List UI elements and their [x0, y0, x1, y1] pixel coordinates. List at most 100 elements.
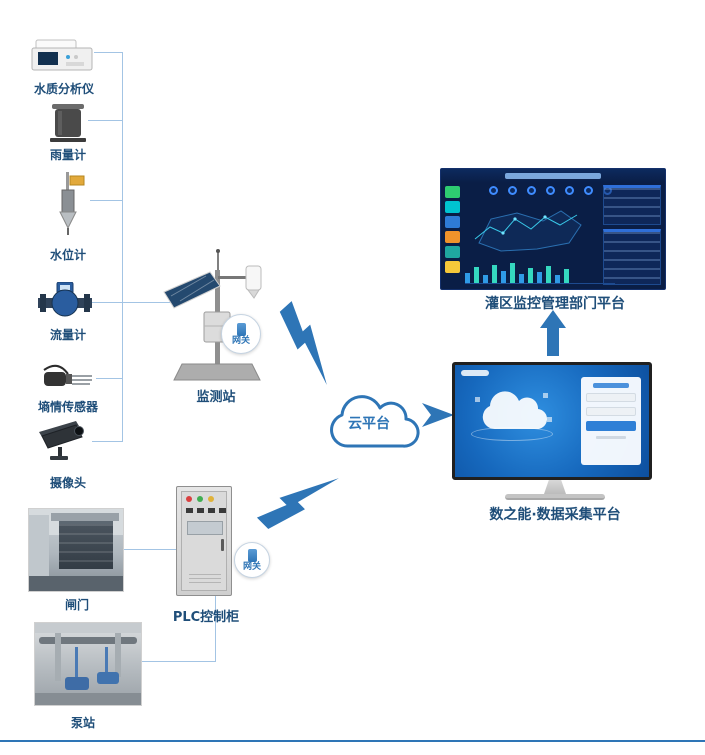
- sensor-bus-line: [122, 52, 123, 442]
- connector-soil-sensor: [96, 378, 122, 379]
- chart-bar: [564, 269, 569, 283]
- collector-logo: [461, 370, 489, 376]
- chart-bar: [483, 275, 488, 283]
- pump-column: [55, 633, 61, 681]
- login-username-field[interactable]: [586, 393, 636, 402]
- label-water-level-gauge: 水位计: [49, 248, 86, 262]
- gateway-label: 网关: [231, 335, 250, 346]
- gateway-device-icon: [236, 322, 246, 336]
- connector-pump-horizontal: [142, 661, 216, 662]
- dashboard-panel: [603, 185, 661, 225]
- dashboard-icon-tile: [445, 201, 460, 213]
- dashboard-icon-tile: [445, 261, 460, 273]
- login-button[interactable]: [586, 421, 636, 431]
- label-dashboard-platform: 灌区监控管理部门平台: [485, 296, 625, 312]
- soil-moisture-sensor-image: [43, 364, 92, 386]
- gate-photo: [28, 508, 124, 592]
- plc-meter-panel: [187, 521, 223, 535]
- dashboard-panel: [603, 229, 661, 285]
- arrow-collector-to-dashboard: [540, 310, 566, 356]
- plc-buttons: [186, 508, 226, 513]
- chart-bar: [492, 265, 497, 283]
- station-gateway-badge: 网关: [221, 314, 261, 354]
- chart-bar: [528, 268, 533, 283]
- gate-pier: [29, 515, 49, 587]
- connector-flow-meter-to-station: [92, 302, 178, 303]
- pump-blue-pipe: [75, 647, 78, 677]
- pump-unit: [65, 677, 89, 690]
- dashboard-icon-column: [445, 186, 460, 273]
- label-rain-gauge: 雨量计: [49, 148, 86, 162]
- dashboard-map: [474, 210, 582, 252]
- dashboard-gauges-row: [489, 186, 612, 195]
- label-pump-station: 泵站: [70, 716, 95, 730]
- dashboard-title-strip: [505, 173, 601, 179]
- monitoring-station-image: [163, 249, 262, 381]
- camera-image: [39, 421, 84, 460]
- chart-bar: [546, 266, 551, 283]
- collector-monitor-screen: [452, 362, 652, 480]
- connector-rain-gauge: [88, 120, 122, 121]
- label-collector-platform: 数之能·数据采集平台: [489, 507, 621, 523]
- pump-main-pipe: [39, 637, 137, 644]
- pump-floor: [35, 693, 141, 705]
- label-water-quality-analyzer: 水质分析仪: [33, 82, 94, 96]
- connector-gate-to-plc: [124, 549, 176, 550]
- chart-bar: [537, 272, 542, 283]
- dashboard-icon-tile: [445, 246, 460, 258]
- label-cloud-platform: 云平台: [348, 416, 390, 432]
- rain-gauge-image: [50, 104, 86, 142]
- connector-camera: [92, 441, 122, 442]
- flow-meter-image: [38, 282, 92, 317]
- dashboard-header: [441, 169, 665, 183]
- monitor-stand-neck: [544, 480, 566, 494]
- chart-bar: [555, 275, 560, 283]
- plc-gateway-badge: 网关: [234, 542, 270, 578]
- water-level-gauge-image: [59, 172, 85, 235]
- chart-bar: [465, 273, 470, 283]
- connector-pump-vertical: [215, 596, 216, 662]
- label-soil-moisture-sensor: 墒情传感器: [37, 400, 98, 414]
- gate-water: [29, 576, 123, 591]
- dashboard-icon-tile: [445, 186, 460, 198]
- plc-indicator-lights: [186, 496, 214, 502]
- login-password-field[interactable]: [586, 407, 636, 416]
- gate-panel: [59, 521, 113, 569]
- lightning-bolt-plc-to-cloud: [256, 478, 339, 529]
- label-gate: 闸门: [64, 598, 89, 612]
- plc-cabinet-image: [176, 486, 232, 596]
- chart-bar: [474, 267, 479, 283]
- monitor-stand-base: [505, 494, 605, 500]
- dashboard-bar-chart: [465, 260, 615, 284]
- dashboard-screen: [440, 168, 666, 290]
- chart-bar: [501, 271, 506, 283]
- label-plc-cabinet: PLC控制柜: [172, 610, 240, 625]
- plc-vents: [189, 574, 221, 586]
- pump-station-photo: [34, 622, 142, 706]
- gateway-device-icon: [247, 548, 257, 562]
- label-camera: 摄像头: [49, 476, 86, 490]
- chart-bar: [519, 274, 524, 283]
- connector-analyzer: [94, 52, 122, 53]
- cloud-shape: [330, 395, 420, 448]
- arrow-cloud-to-collector: [422, 403, 454, 427]
- pump-column: [115, 633, 121, 677]
- gate-beam: [51, 513, 119, 521]
- dashboard-icon-tile: [445, 231, 460, 243]
- screen-ring-graphic: [471, 427, 553, 441]
- plc-handle: [221, 539, 224, 551]
- pump-ceiling: [35, 623, 141, 633]
- label-flow-meter: 流量计: [49, 328, 86, 342]
- login-link-strip: [596, 436, 626, 439]
- login-panel: [581, 377, 641, 465]
- chart-bar: [510, 263, 515, 283]
- pump-unit: [97, 672, 119, 684]
- gateway-label: 网关: [242, 561, 261, 572]
- water-quality-analyzer-image: [31, 39, 93, 71]
- dashboard-icon-tile: [445, 216, 460, 228]
- pump-blue-pipe: [105, 647, 108, 672]
- login-title-strip: [593, 383, 629, 388]
- label-monitoring-station: 监测站: [196, 390, 236, 405]
- bottom-border-line: [0, 740, 705, 742]
